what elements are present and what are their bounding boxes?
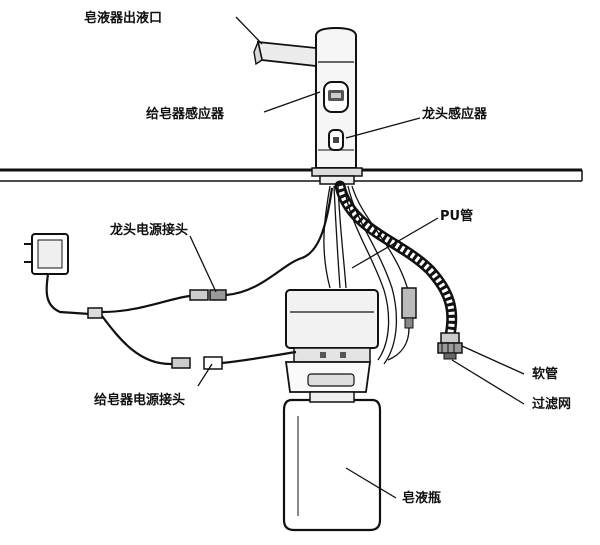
countertop [0, 168, 583, 182]
soap-sensor-window [323, 81, 349, 113]
label-pu-tube: PU管 [440, 208, 473, 224]
label-filter-mesh: 过滤网 [532, 396, 571, 412]
faucet-sensor-window [328, 129, 344, 151]
power-adapter [24, 233, 91, 316]
power-cables [87, 187, 334, 370]
faucet [253, 26, 363, 185]
label-faucet-sensor: 龙头感应器 [422, 106, 488, 122]
leader-lines [189, 16, 525, 499]
label-soap-outlet: 皂液器出液口 [84, 10, 162, 26]
label-soap-power-connector: 给皂器电源接头 [94, 392, 185, 408]
label-faucet-power-connector: 龙头电源接头 [110, 222, 188, 238]
braided-hose [334, 180, 463, 360]
control-box [284, 289, 379, 393]
label-hose: 软管 [532, 366, 558, 382]
label-soap-sensor: 给皂器感应器 [146, 106, 225, 122]
pu-tubes [323, 185, 417, 365]
label-soap-bottle: 皂液瓶 [402, 490, 441, 506]
soap-bottle [282, 391, 382, 532]
